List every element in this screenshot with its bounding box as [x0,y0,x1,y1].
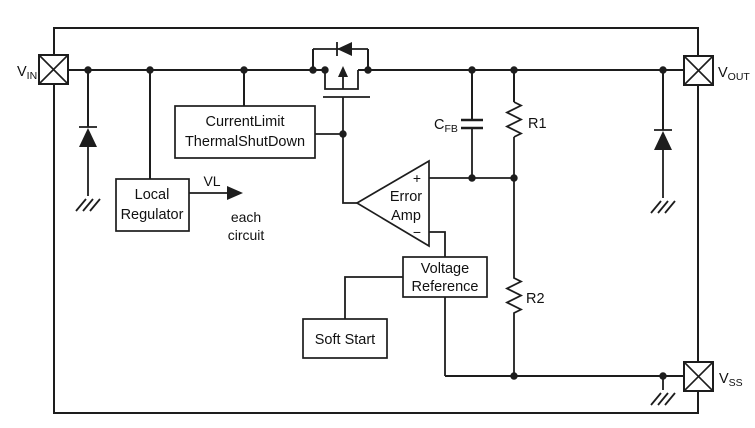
junction-dot [468,174,476,182]
voltage-reference-label-line2: Reference [412,279,479,295]
junction-dot [659,372,667,380]
r1-resistor: R1 [504,101,547,178]
junction-dots [84,66,667,380]
error-amp-plus-label: + [413,170,421,186]
junction-dot [468,66,476,74]
vin-rail [68,49,325,179]
junction-dot [339,130,347,138]
current-limit-block: CurrentLimit ThermalShutDown [174,105,343,159]
junction-dot [364,66,372,74]
ground-icon [650,392,676,406]
pass-fet [323,66,370,98]
vss-pin-label: VSS [719,371,743,389]
ic-outline [53,27,699,414]
soft-start-label: Soft Start [315,332,375,348]
vout-esd-diode [650,129,676,214]
voltage-reference-label-line1: Voltage [421,261,469,277]
junction-dot [321,66,329,74]
vin-pin-label: VIN [17,64,37,82]
vin-pin: VIN [17,54,69,85]
minus-input-wire [429,231,446,257]
each-circuit-label-line2: circuit [228,227,265,243]
ground-icon [650,200,676,214]
error-amp-label-line2: Amp [391,208,421,224]
local-regulator-block: Local Regulator VL each circuit [115,173,265,243]
error-amp-label-line1: Error [390,189,422,205]
fet-bulk-arrow-head [338,66,348,77]
cfb-capacitor: CFB [434,117,483,178]
junction-dot [309,66,317,74]
voltage-reference-block: Voltage Reference [344,256,488,376]
vss-pin-x-icon [683,361,714,392]
voltage-reference-box [402,256,488,298]
soft-start-box [302,318,388,359]
vl-label: VL [203,173,220,189]
r1-label: R1 [528,116,547,132]
vl-arrow-icon [227,186,243,200]
body-diode-triangle [337,42,352,56]
vout-pin: VOUT [683,55,750,86]
vout-rail [358,49,684,130]
vss-pin: VSS [683,361,743,392]
local-regulator-box [115,178,190,232]
r2-label: R2 [526,291,545,307]
each-circuit-label-line1: each [231,209,261,225]
soft-start-block: Soft Start [302,318,388,359]
local-regulator-label-line2: Regulator [121,207,184,223]
error-amp: + − Error Amp [355,159,430,248]
vss-net [445,375,684,406]
junction-dot [659,66,667,74]
junction-dot [84,66,92,74]
vin-pin-x-icon [38,54,69,85]
junction-dot [146,66,154,74]
junction-dot [510,66,518,74]
r2-wires [504,178,524,376]
vout-pin-x-icon [683,55,714,86]
fet-channel [324,70,359,90]
current-limit-box [174,105,316,159]
current-limit-label-line2: ThermalShutDown [185,134,305,150]
vin-esd-diode [75,126,101,212]
error-amp-triangle [355,159,430,248]
junction-dot [240,66,248,74]
vref-to-softstart-wire [344,276,403,319]
local-regulator-label-line1: Local [135,187,170,203]
right-diode-triangle [654,131,672,150]
current-limit-label-line1: CurrentLimit [206,114,285,130]
r2-resistor: R2 [504,178,545,376]
left-diode-triangle [79,128,97,147]
vout-pin-label: VOUT [718,65,750,83]
cfb-label: CFB [434,117,458,135]
ground-icon [75,198,101,212]
body-diode [313,42,368,56]
junction-dot [510,372,518,380]
error-amp-minus-label: − [413,224,421,240]
junction-dot [510,174,518,182]
r1-zigzag [504,101,524,138]
gate-net-wire [342,97,357,204]
